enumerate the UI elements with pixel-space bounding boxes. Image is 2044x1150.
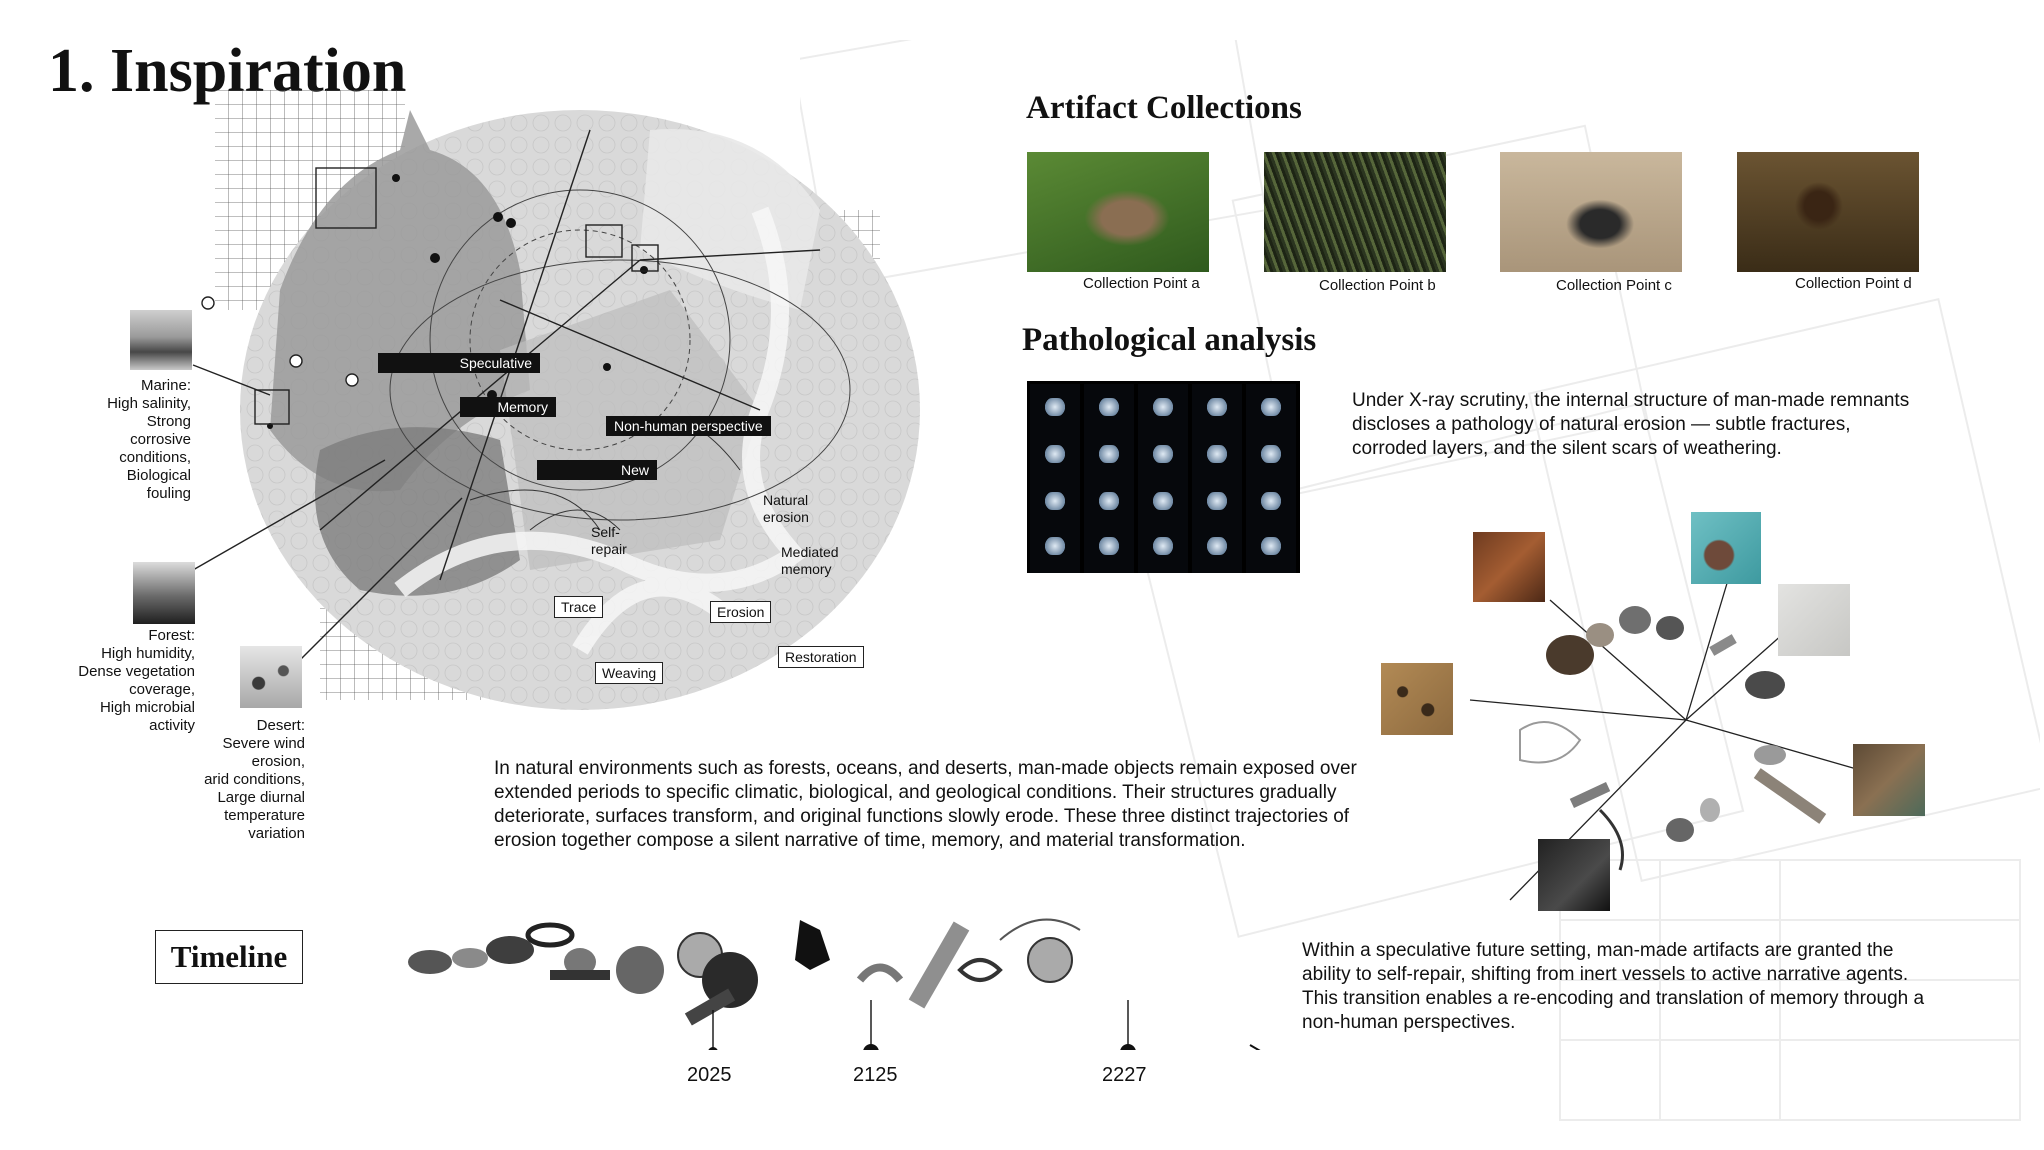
desert-note: Desert: Severe wind erosion, arid condit… bbox=[204, 717, 305, 842]
xray-cell bbox=[1030, 431, 1080, 481]
timeline-year-2125: 2125 bbox=[853, 1064, 898, 1086]
tag-speculative: Speculative bbox=[378, 353, 540, 373]
future-paragraph: Within a speculative future setting, man… bbox=[1302, 940, 1925, 1033]
tag-trace: Trace bbox=[554, 596, 604, 618]
timeline-marker-2227 bbox=[1120, 1044, 1136, 1050]
environment-leaders bbox=[192, 364, 463, 661]
xray-cell bbox=[1030, 384, 1080, 434]
xray-cell bbox=[1192, 478, 1242, 528]
desert-photo bbox=[240, 646, 302, 708]
xray-cell bbox=[1084, 523, 1134, 573]
tag-erosion: Erosion bbox=[710, 601, 772, 623]
xray-cell bbox=[1192, 523, 1242, 573]
xray-cell bbox=[1138, 523, 1188, 573]
tag-memory: Memory bbox=[460, 397, 556, 417]
xray-cell bbox=[1138, 384, 1188, 434]
artifact-collections-heading: Artifact Collections bbox=[1026, 90, 1302, 126]
terrain-marine bbox=[270, 110, 530, 492]
texture-corrosion bbox=[1381, 663, 1453, 735]
pathological-analysis-heading: Pathological analysis bbox=[1022, 322, 1317, 358]
label-natural-erosion: Natural erosion bbox=[763, 492, 809, 525]
xray-cell bbox=[1084, 478, 1134, 528]
forest-note: Forest: High humidity, Dense vegetation … bbox=[78, 627, 195, 734]
tag-restoration: Restoration bbox=[778, 646, 864, 668]
xray-cell bbox=[1246, 478, 1296, 528]
xray-cell bbox=[1246, 384, 1296, 434]
collection-label-c: Collection Point c bbox=[1556, 277, 1672, 294]
label-mediated-memory: Mediated memory bbox=[781, 544, 839, 577]
xray-cell bbox=[1030, 478, 1080, 528]
collection-photo-d bbox=[1737, 152, 1919, 272]
timeline-marker-2025 bbox=[708, 1047, 718, 1050]
collection-label-b: Collection Point b bbox=[1319, 277, 1436, 294]
artifact-radial-diagram bbox=[1469, 539, 1861, 901]
texture-cloth bbox=[1778, 584, 1850, 656]
texture-rust bbox=[1473, 532, 1545, 602]
xray-cell bbox=[1138, 431, 1188, 481]
xray-cell bbox=[1084, 431, 1134, 481]
tag-non-human-perspective: Non-human perspective bbox=[606, 416, 771, 436]
timeline-arrow-icon bbox=[1249, 1044, 1261, 1050]
timeline-marker-2125 bbox=[863, 1044, 879, 1050]
collection-photo-b bbox=[1264, 152, 1446, 272]
timeline-axis bbox=[708, 1000, 1261, 1050]
tag-new: New bbox=[537, 460, 657, 480]
pathology-paragraph: Under X-ray scrutiny, the internal struc… bbox=[1352, 390, 1910, 459]
texture-dark bbox=[1538, 839, 1610, 911]
main-paragraph: In natural environments such as forests,… bbox=[494, 758, 1357, 851]
marine-photo bbox=[130, 310, 192, 370]
xray-cell bbox=[1246, 523, 1296, 573]
xray-cell bbox=[1192, 384, 1242, 434]
timeline-label: Timeline bbox=[155, 930, 303, 984]
texture-patina bbox=[1691, 512, 1761, 584]
timeline-year-2025: 2025 bbox=[687, 1064, 732, 1086]
collection-photo-c bbox=[1500, 152, 1682, 272]
xray-cell bbox=[1192, 431, 1242, 481]
marine-note: Marine: High salinity, Strong corrosive … bbox=[107, 377, 191, 502]
collection-label-a: Collection Point a bbox=[1083, 275, 1200, 292]
forest-photo bbox=[133, 562, 195, 624]
label-self-repair: Self- repair bbox=[591, 524, 627, 557]
collection-photo-a bbox=[1027, 152, 1209, 272]
xray-cell bbox=[1246, 431, 1296, 481]
xray-grid bbox=[1027, 381, 1300, 573]
xray-cell bbox=[1084, 384, 1134, 434]
xray-cell bbox=[1030, 523, 1080, 573]
collection-label-d: Collection Point d bbox=[1795, 275, 1912, 292]
tag-weaving: Weaving bbox=[595, 662, 664, 684]
texture-oxide bbox=[1853, 744, 1925, 816]
xray-cell bbox=[1138, 478, 1188, 528]
timeline-year-2227: 2227 bbox=[1102, 1064, 1147, 1086]
timeline-artifacts bbox=[408, 918, 1081, 1026]
